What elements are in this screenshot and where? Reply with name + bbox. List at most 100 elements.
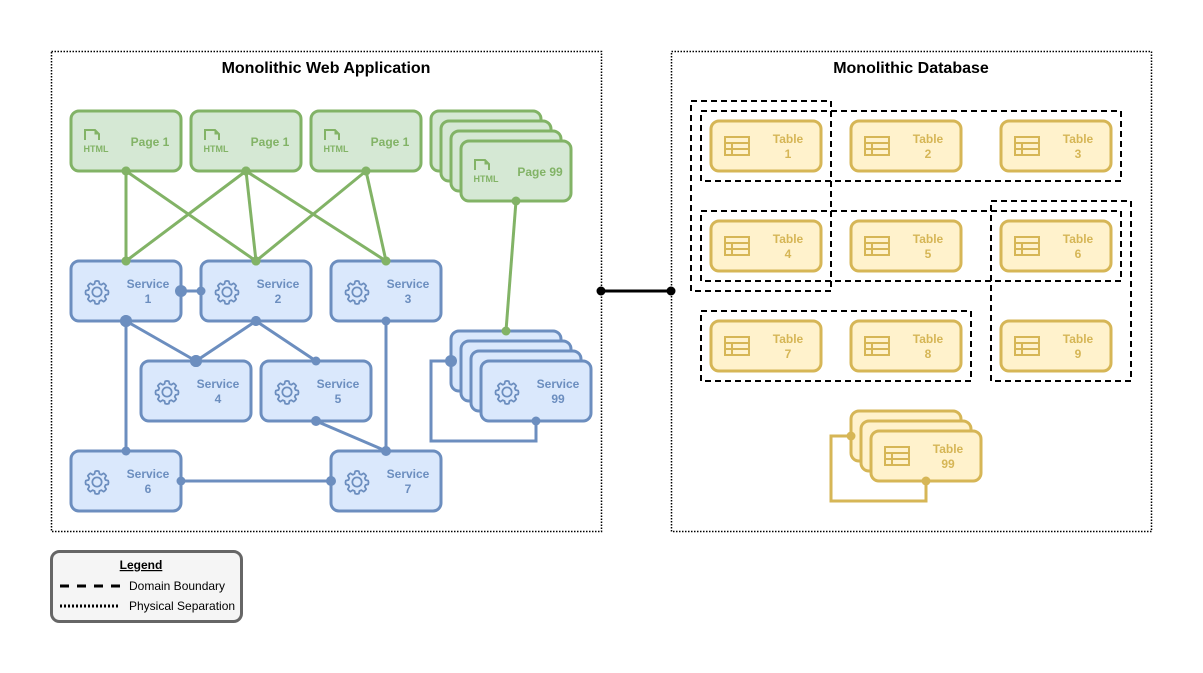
connector-dot	[121, 446, 131, 456]
svg-text:HTML: HTML	[324, 144, 349, 154]
connector-dot	[921, 476, 931, 486]
connector-dot	[121, 256, 131, 266]
node-label-line2: 7	[405, 482, 412, 496]
page-service-link	[364, 170, 388, 262]
connector-dot	[120, 315, 132, 327]
page-service-link	[245, 169, 387, 263]
node-label-line2: 4	[215, 392, 222, 406]
node-label-line1: Service	[317, 377, 360, 391]
node-card	[869, 429, 983, 483]
html-file-icon: HTML	[84, 129, 109, 154]
connector-dot	[381, 446, 391, 456]
node-label: Page 1	[131, 135, 170, 149]
node-label-line2: 2	[925, 147, 932, 161]
node-card	[709, 319, 823, 373]
node-card	[849, 319, 963, 373]
page-service-link	[504, 200, 518, 332]
html-file-icon: HTML	[474, 159, 499, 184]
page-1c-node[interactable]: HTML Page 1	[309, 109, 423, 173]
node-card	[849, 119, 963, 173]
connector-dot	[190, 355, 202, 367]
service-link	[255, 319, 317, 363]
node-label-line2: 5	[925, 247, 932, 261]
node-label: Page 1	[371, 135, 410, 149]
page-1a-node[interactable]: HTML Page 1	[69, 109, 183, 173]
node-label-line1: Service	[127, 277, 170, 291]
node-card	[999, 219, 1113, 273]
node-label-line1: Table	[913, 232, 944, 246]
connector-dot	[175, 285, 187, 297]
connector-dot	[311, 356, 321, 366]
node-label-line1: Service	[537, 377, 580, 391]
connector-dot	[251, 256, 261, 266]
connector-dot	[445, 355, 457, 367]
node-label-line1: Table	[773, 132, 804, 146]
page-service-link	[125, 169, 247, 263]
node-label-line2: 6	[145, 482, 152, 496]
connector-dot	[381, 256, 391, 266]
page-99-node[interactable]: HTML Page 99	[429, 109, 573, 203]
table-self-link	[829, 434, 928, 503]
legend-item-physical-separation: Physical Separation	[129, 599, 235, 613]
connector-dot	[251, 316, 261, 326]
node-label-line1: Table	[913, 132, 944, 146]
node-label-line1: Service	[257, 277, 300, 291]
svg-text:HTML: HTML	[84, 144, 109, 154]
svg-text:HTML: HTML	[474, 174, 499, 184]
node-label-line1: Service	[387, 467, 430, 481]
node-card	[999, 119, 1113, 173]
connector-dot	[381, 316, 391, 326]
html-file-icon: HTML	[324, 129, 349, 154]
connector-dot	[196, 286, 206, 296]
node-label: Page 99	[517, 165, 563, 179]
legend-title: Legend	[120, 558, 163, 572]
html-file-icon: HTML	[204, 129, 229, 154]
service-link	[195, 319, 257, 363]
connector-dot	[176, 476, 186, 486]
node-label-line2: 99	[941, 457, 955, 471]
connector-dot	[311, 416, 321, 426]
node-label-line1: Table	[913, 332, 944, 346]
domain-boundary	[690, 100, 832, 292]
node-label-line2: 6	[1075, 247, 1082, 261]
service-link	[125, 319, 197, 363]
legend-box	[50, 550, 243, 623]
legend: Legend Domain Boundary Physical Separati…	[50, 550, 243, 623]
connector-dot	[511, 196, 521, 206]
node-label-line2: 4	[785, 247, 792, 261]
connector-dot	[846, 431, 856, 441]
domain-boundary	[700, 210, 1122, 282]
connector-dot	[121, 166, 131, 176]
connector-dot	[501, 326, 511, 336]
node-label-line2: 2	[275, 292, 282, 306]
page-service-link	[255, 169, 367, 263]
domain-boundary	[990, 200, 1132, 382]
svg-text:HTML: HTML	[204, 144, 229, 154]
node-label-line2: 1	[785, 147, 792, 161]
database-title: Monolithic Database	[833, 60, 989, 77]
node-label-line2: 99	[551, 392, 565, 406]
page-service-link	[125, 169, 257, 263]
node-label-line2: 9	[1075, 347, 1082, 361]
web-app-title: Monolithic Web Application	[222, 60, 431, 77]
service-link	[429, 359, 538, 443]
